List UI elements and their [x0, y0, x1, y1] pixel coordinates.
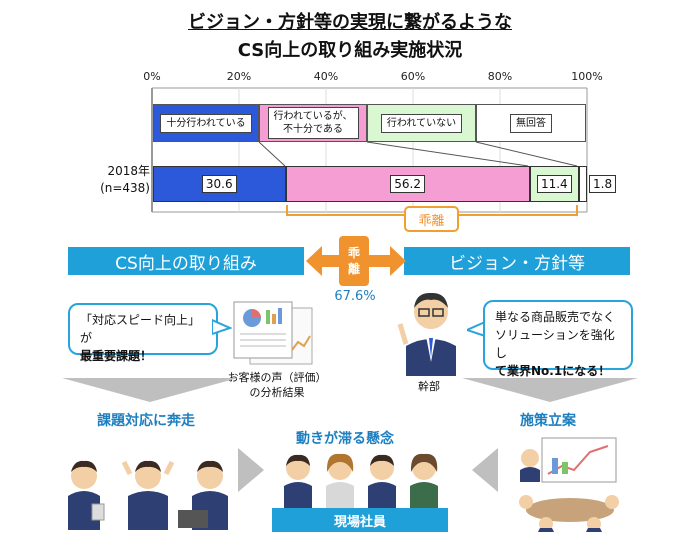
executive-person-icon [397, 292, 456, 376]
bar-value-label: 30.6 [201, 175, 237, 193]
left-down-chevron [62, 378, 238, 402]
meeting-icon [519, 437, 619, 532]
busy-staff-icon [68, 460, 228, 530]
gap-tag: 乖離 [339, 236, 369, 286]
stage-right-label: 施策立案 [520, 413, 576, 429]
chart-title-line1: ビジョン・方針等の実現に繋がるような [188, 12, 512, 33]
right-down-chevron [462, 378, 638, 402]
report-document-icon [233, 301, 313, 365]
right-pointing-chevron [238, 448, 264, 492]
doc-caption: お客様の声（評価）の分析結果 [227, 371, 327, 399]
cs-banner-label: CS向上の取り組み [115, 253, 257, 274]
worried-staff-icon [284, 453, 438, 508]
x-tick-label: 40% [313, 70, 339, 83]
gap-percent: 67.6% [334, 289, 376, 304]
cs-banner: CS向上の取り組み [68, 247, 304, 275]
legend-partial-label: 行われているが、不十分である [267, 107, 359, 139]
gap-label: 乖離 [418, 213, 445, 229]
right-speech-bubble: 単なる商品販売でなく ソリューションを強化し て業界No.1になる！ [483, 300, 633, 378]
legend-none-label: 行われていない [380, 113, 463, 133]
x-tick-label: 0% [143, 70, 161, 83]
vision-banner-label: ビジョン・方針等 [449, 253, 585, 274]
bar-value-label: 56.2 [390, 175, 425, 193]
gap-label-box: 乖離 [404, 206, 459, 232]
bar-value-label: 1.8 [589, 175, 617, 193]
chart-title-line2: CS向上の取り組み実施状況 [237, 40, 463, 61]
legend-full-label: 十分行われている [160, 113, 252, 133]
bubble-tail [212, 318, 232, 336]
x-tick-label: 100% [571, 70, 603, 83]
executive-label: 幹部 [418, 380, 440, 393]
staff-label: 現場社員 [333, 514, 386, 530]
bar-segment [579, 166, 587, 202]
stage-middle-label: 動きが滞る懸念 [296, 431, 394, 447]
x-tick-label: 60% [400, 70, 426, 83]
left-pointing-chevron [472, 448, 498, 492]
x-tick-label: 80% [487, 70, 513, 83]
legend-full: 十分行われている [153, 104, 259, 142]
legend-partial: 行われているが、不十分である [259, 104, 367, 142]
bar-value-label: 11.4 [536, 175, 572, 193]
legend-na-label: 無回答 [510, 113, 552, 133]
x-tick-label: 20% [226, 70, 252, 83]
vision-banner: ビジョン・方針等 [404, 247, 630, 275]
staff-label-bar: 現場社員 [272, 508, 448, 532]
left-speech-bubble: 「対応スピード向上」が 最重要課題！ [68, 303, 218, 363]
legend-none: 行われていない [367, 104, 476, 142]
stage-left-label: 課題対応に奔走 [97, 413, 195, 429]
category-label: 2018年 (n=438) [100, 164, 150, 195]
legend-na: 無回答 [476, 104, 586, 142]
